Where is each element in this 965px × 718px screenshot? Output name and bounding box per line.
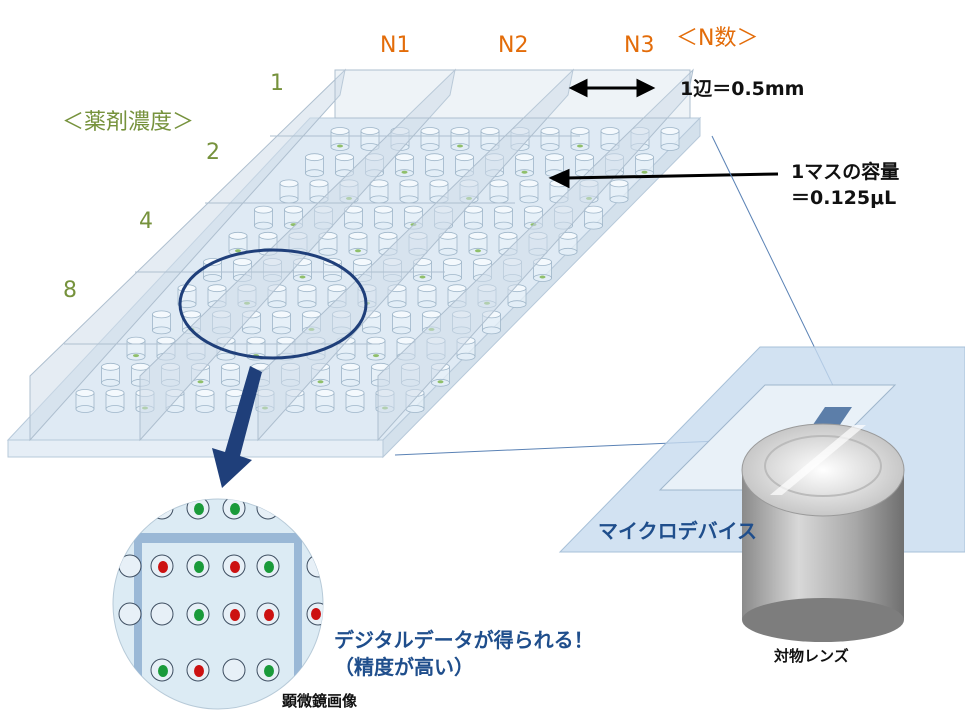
- well: [221, 362, 240, 387]
- well: [533, 258, 552, 282]
- n3-label: N3: [624, 33, 655, 58]
- digital-data-label-line2: （精度が高い）: [334, 655, 474, 679]
- red-cell: [230, 561, 240, 573]
- green-cell: [194, 561, 204, 573]
- n1-label: N1: [380, 33, 411, 58]
- zoom-highlight: [178, 248, 368, 488]
- concentration-4: 4: [139, 209, 153, 234]
- well: [600, 127, 620, 151]
- well: [297, 284, 317, 309]
- well: [635, 153, 654, 178]
- green-cell: [264, 665, 274, 677]
- concentration-header: ＜薬剤濃度＞: [62, 110, 195, 135]
- well: [468, 231, 488, 256]
- well: [101, 362, 120, 387]
- green-cell: [158, 665, 168, 677]
- well: [126, 336, 146, 361]
- red-cell: [264, 609, 274, 621]
- well: [272, 310, 291, 335]
- well: [369, 179, 389, 204]
- well: [318, 231, 338, 256]
- well: [425, 153, 444, 178]
- objective-lens-label: 対物レンズ: [774, 647, 849, 665]
- well: [519, 179, 539, 204]
- well: [399, 179, 419, 204]
- well: [438, 231, 458, 256]
- red-cell: [158, 561, 168, 573]
- well: [450, 127, 470, 151]
- well: [305, 153, 324, 178]
- red-cell: [230, 609, 240, 621]
- n2-label: N2: [498, 33, 529, 58]
- well: [105, 389, 125, 413]
- well: [374, 205, 393, 230]
- micro-well: [150, 499, 174, 520]
- well: [75, 389, 95, 413]
- partition-walls: [29, 68, 694, 442]
- well: [195, 389, 215, 413]
- micro-well: [306, 554, 323, 578]
- well: [515, 153, 534, 178]
- well: [279, 179, 299, 204]
- micro-well: [118, 602, 142, 626]
- capacity-label-line2: ＝0.125μL: [791, 187, 897, 209]
- side-length-arrow: [568, 78, 656, 98]
- well: [489, 179, 509, 204]
- red-cell: [194, 665, 204, 677]
- green-cell: [230, 503, 240, 515]
- well: [392, 310, 411, 335]
- green-cell: [264, 561, 274, 573]
- well: [464, 205, 483, 230]
- well: [443, 258, 462, 282]
- well: [540, 127, 560, 151]
- digital-data-label-line1: デジタルデータが得られる！: [334, 628, 594, 652]
- well: [420, 127, 440, 151]
- microscope-image-label: 顕微鏡画像: [282, 692, 358, 710]
- well: [330, 127, 350, 151]
- n-header: ＜N数＞: [676, 26, 759, 51]
- concentration-1: 1: [270, 71, 284, 96]
- well: [366, 336, 386, 361]
- micro-well: [118, 554, 142, 578]
- well: [395, 153, 414, 178]
- concentration-8: 8: [63, 278, 77, 303]
- well: [417, 284, 437, 309]
- well: [341, 362, 360, 387]
- well: [507, 284, 527, 309]
- micro-well: [222, 658, 246, 682]
- well: [348, 231, 368, 256]
- well: [609, 179, 629, 204]
- well: [660, 127, 680, 151]
- green-cell: [194, 609, 204, 621]
- well: [345, 389, 365, 413]
- well: [570, 127, 590, 151]
- capacity-label-line1: 1マスの容量: [791, 161, 900, 183]
- green-cell: [194, 503, 204, 515]
- microscope-image: [112, 498, 324, 710]
- well: [152, 310, 171, 335]
- micro-well: [150, 602, 174, 626]
- well: [315, 389, 335, 413]
- well: [494, 205, 513, 230]
- well: [254, 205, 273, 230]
- well: [413, 258, 432, 282]
- concentration-2: 2: [206, 140, 220, 165]
- well: [584, 205, 603, 230]
- side-length-label: 1辺＝0.5mm: [680, 78, 805, 100]
- red-cell: [311, 608, 321, 620]
- capacity-arrow: [548, 168, 779, 189]
- microdevice-label: マイクロデバイス: [598, 519, 757, 543]
- objective-lens: [741, 423, 905, 642]
